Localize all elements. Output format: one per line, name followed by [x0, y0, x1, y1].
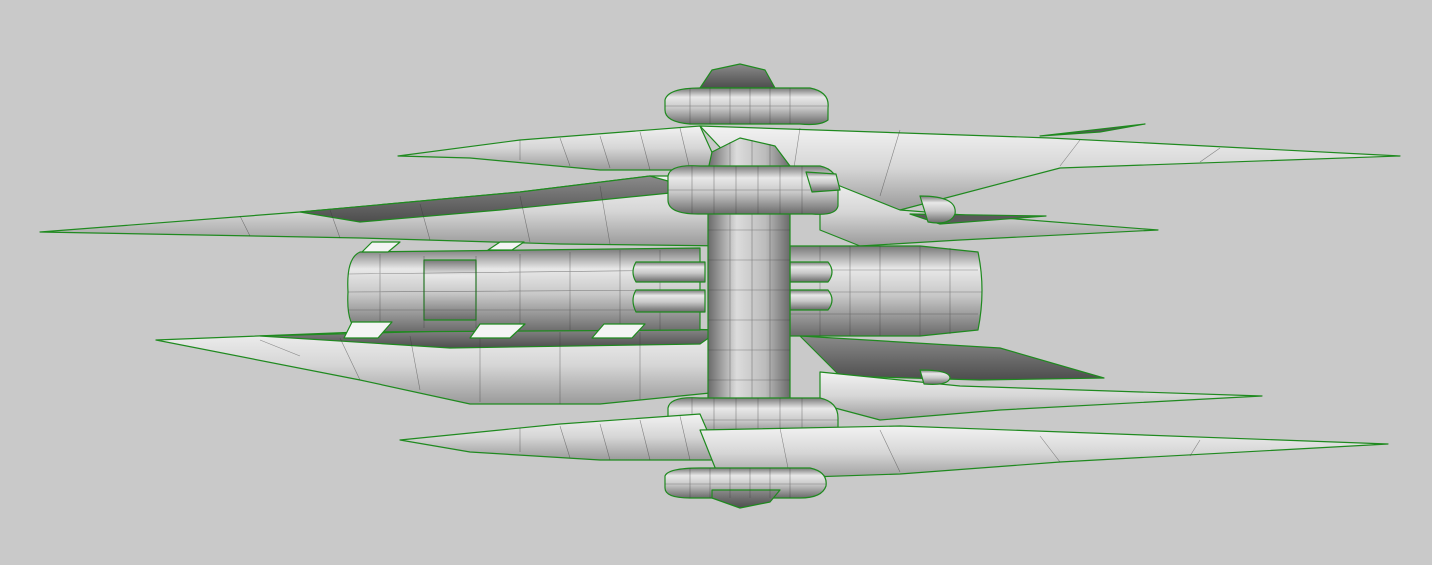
lower-wing-left [399, 413, 721, 461]
mid-lower-spike-left [155, 325, 721, 405]
upper-wing-left [397, 125, 721, 171]
upper-crossbar-pod [667, 165, 841, 215]
mid-upper-spike-right [819, 177, 1159, 247]
mid-lower-spike-right [799, 335, 1263, 421]
top-pod-cluster [664, 63, 829, 126]
main-hull [343, 241, 983, 339]
bottom-pod-cluster [664, 467, 827, 509]
mid-upper-spike-left [39, 175, 731, 247]
